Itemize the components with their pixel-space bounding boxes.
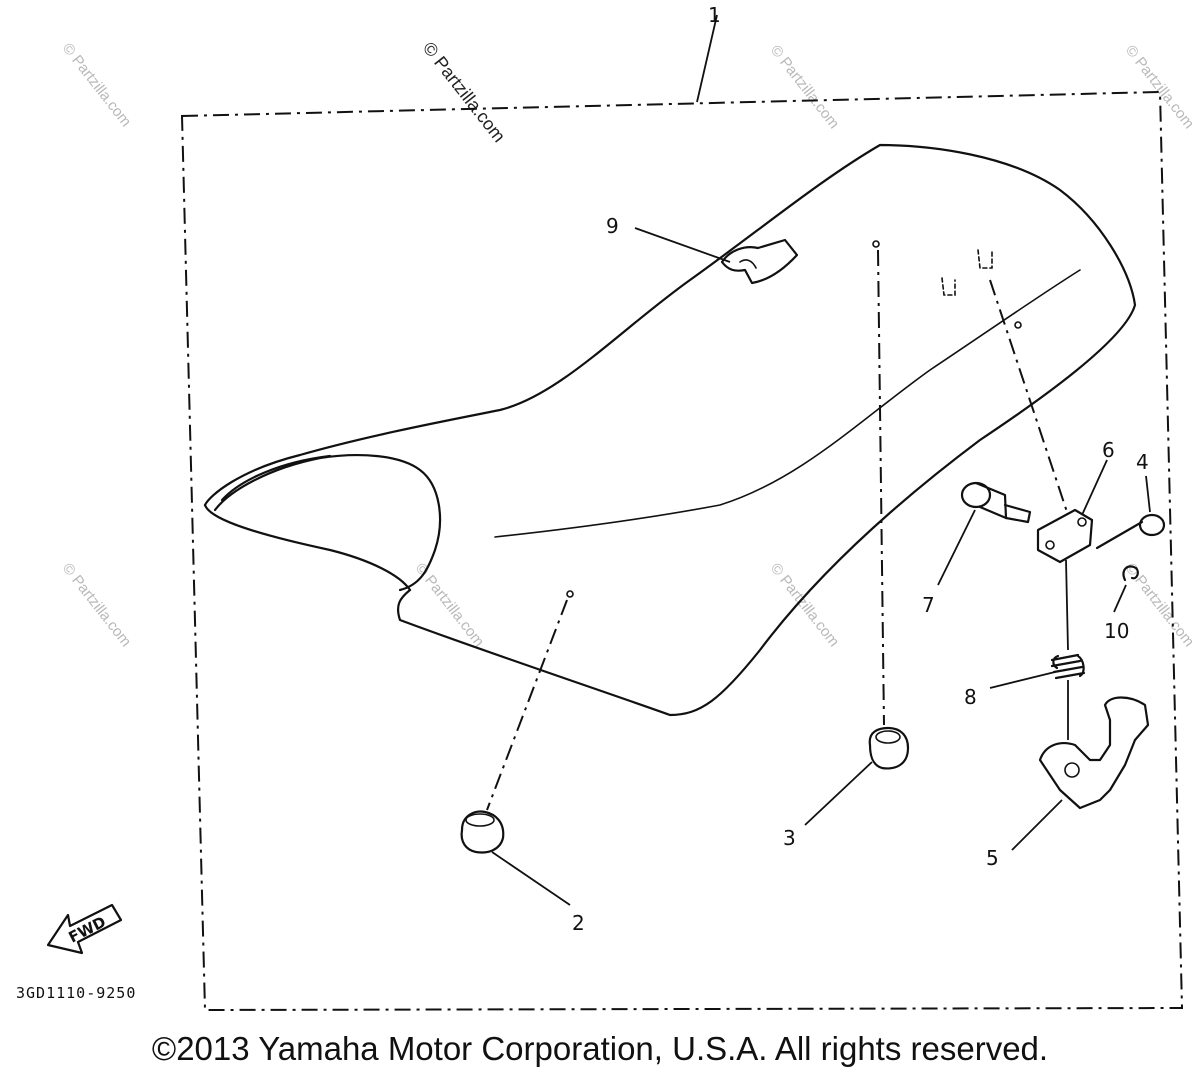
assembly-boundary	[180, 90, 1184, 1012]
leader-3	[804, 761, 873, 826]
leader-9	[634, 227, 731, 263]
part-3-damper	[868, 726, 910, 770]
seat-assembly	[203, 143, 1137, 717]
leader-4	[1145, 475, 1151, 513]
copyright-notice: ©2013 Yamaha Motor Corporation, U.S.A. A…	[151, 1030, 1049, 1067]
leader-7	[937, 509, 976, 586]
watermark-faint: © Partzilla.com	[767, 560, 843, 650]
callout-6: 6	[1102, 438, 1115, 462]
callout-1: 1	[708, 3, 721, 27]
callout-5: 5	[986, 846, 999, 870]
part-2-damper	[460, 810, 505, 854]
alignment-line-8	[1065, 559, 1069, 740]
callout-4: 4	[1136, 450, 1149, 474]
leader-8	[989, 671, 1056, 689]
part-6-bracket	[1036, 508, 1094, 564]
fwd-arrow-icon: FWD	[46, 903, 123, 955]
leader-5	[1011, 799, 1063, 851]
callout-2: 2	[572, 911, 585, 935]
part-10-clip	[1122, 565, 1139, 582]
leader-6	[1081, 459, 1108, 516]
watermark-faint: © Partzilla.com	[1122, 560, 1198, 650]
callout-9: 9	[606, 214, 619, 238]
callout-8: 8	[964, 685, 977, 709]
part-7-bolt	[960, 481, 1032, 524]
watermark-faint: © Partzilla.com	[767, 42, 843, 132]
alignment-line-3	[877, 249, 885, 726]
watermark-faint: © Partzilla.com	[59, 40, 135, 130]
callout-10: 10	[1104, 619, 1129, 643]
part-5-lever	[1038, 696, 1150, 810]
watermark-main: © Partzilla.com	[419, 38, 509, 146]
watermark-faint-group: © Partzilla.com © Partzilla.com © Partzi…	[59, 40, 1198, 650]
callout-3: 3	[783, 826, 796, 850]
alignment-line-6	[989, 279, 1069, 516]
alignment-line-2	[486, 599, 568, 811]
watermark-faint: © Partzilla.com	[59, 560, 135, 650]
callout-7: 7	[922, 593, 935, 617]
leader-10	[1113, 584, 1127, 613]
drawing-code: 3GD1110-9250	[16, 984, 136, 1002]
part-4-grommet	[1095, 513, 1166, 550]
leader-2	[491, 851, 571, 906]
leader-1	[696, 14, 718, 103]
part-8-spring	[1050, 653, 1086, 680]
